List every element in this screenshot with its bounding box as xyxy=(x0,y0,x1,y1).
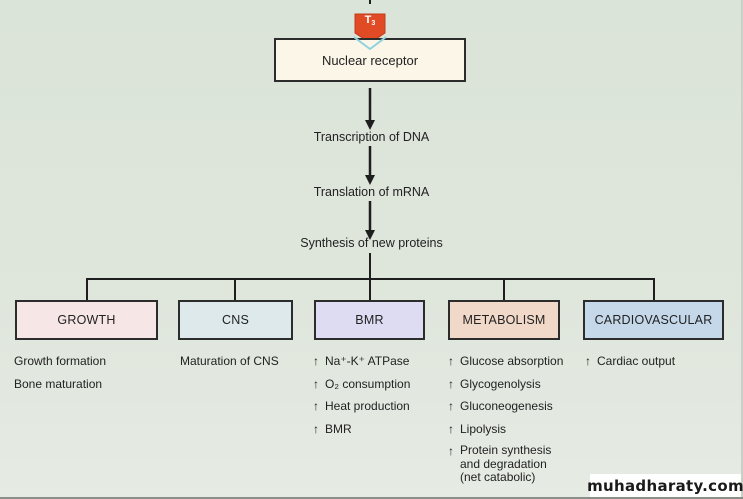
effect-item: ↑ Protein synthesis and degradation (net … xyxy=(448,440,573,485)
effect-text: Na⁺-K⁺ ATPase xyxy=(325,354,410,368)
box-metabolism-label: METABOLISM xyxy=(462,313,546,327)
effect-item: ↑ O₂ consumption xyxy=(313,373,410,396)
box-growth: GROWTH xyxy=(15,300,158,340)
effect-item: ↑ Cardiac output xyxy=(585,350,675,373)
effect-item: Maturation of CNS xyxy=(180,350,279,373)
nuclear-receptor-box: Nuclear receptor xyxy=(274,38,466,82)
box-bmr: BMR xyxy=(314,300,425,340)
box-cns: CNS xyxy=(178,300,293,340)
receptor-binding-notch xyxy=(354,36,386,51)
growth-effects-list: Growth formation Bone maturation xyxy=(14,350,106,395)
metabolism-effects-list: ↑ Glucose absorption ↑ Glycogenolysis ↑ Glu… xyxy=(448,350,573,485)
up-arrow-icon: ↑ xyxy=(448,354,454,368)
box-bmr-label: BMR xyxy=(355,313,384,327)
up-arrow-icon: ↑ xyxy=(313,376,319,391)
up-arrow-icon: ↑ xyxy=(448,376,454,391)
effect-item: ↑ Glycogenolysis xyxy=(448,373,573,396)
watermark-text: muhadharaty.com xyxy=(587,476,743,495)
effect-text: Protein synthesis and degradation (net c… xyxy=(460,443,552,484)
effect-text: Heat production xyxy=(325,399,410,413)
effect-text: Glycogenolysis xyxy=(460,376,541,391)
cns-effects-list: Maturation of CNS xyxy=(180,350,279,373)
step-translation: Translation of mRNA xyxy=(313,185,430,199)
box-metabolism: METABOLISM xyxy=(448,300,560,340)
up-arrow-icon: ↑ xyxy=(448,399,454,413)
box-cns-label: CNS xyxy=(222,313,249,327)
up-arrow-icon: ↑ xyxy=(313,421,319,436)
nuclear-receptor-label: Nuclear receptor xyxy=(321,52,419,68)
watermark: muhadharaty.com xyxy=(587,474,743,497)
effect-text: BMR xyxy=(325,421,352,436)
step-protein-synthesis: Synthesis of new proteins xyxy=(300,236,443,250)
effect-text: Lipolysis xyxy=(460,421,507,436)
effect-item: Growth formation xyxy=(14,350,106,373)
effect-text: Growth formation xyxy=(14,354,107,368)
up-arrow-icon: ↑ xyxy=(585,354,591,368)
up-arrow-icon: ↑ xyxy=(313,354,319,368)
box-cardiovascular-label: CARDIOVASCULAR xyxy=(594,313,713,327)
box-cardiovascular: CARDIOVASCULAR xyxy=(583,300,724,340)
box-growth-label: GROWTH xyxy=(57,313,116,327)
effect-text: Gluconeogenesis xyxy=(460,399,553,413)
step-transcription: Transcription of DNA xyxy=(313,130,430,144)
effect-item: Bone maturation xyxy=(14,373,106,396)
effect-item: ↑ Glucose absorption xyxy=(448,350,573,373)
frame-right-edge xyxy=(741,0,743,499)
effect-text: Maturation of CNS xyxy=(180,354,279,368)
up-arrow-icon: ↑ xyxy=(448,421,454,436)
effect-item: ↑ Gluconeogenesis xyxy=(448,395,573,418)
frame-bottom-edge xyxy=(0,497,743,499)
cardiovascular-effects-list: ↑ Cardiac output xyxy=(585,350,675,373)
up-arrow-icon: ↑ xyxy=(313,399,319,413)
effect-item: ↑ Heat production xyxy=(313,395,410,418)
up-arrow-icon: ↑ xyxy=(448,444,454,458)
effect-text: Bone maturation xyxy=(14,376,103,391)
effect-item: ↑ BMR xyxy=(313,418,410,441)
effect-item: ↑ Na⁺-K⁺ ATPase xyxy=(313,350,410,373)
effect-text: O₂ consumption xyxy=(325,376,411,391)
effect-text: Cardiac output xyxy=(597,354,676,368)
bmr-effects-list: ↑ Na⁺-K⁺ ATPase ↑ O₂ consumption ↑ Heat pro… xyxy=(313,350,410,440)
effect-text: Glucose absorption xyxy=(460,354,564,368)
t3-label: T3 xyxy=(364,14,376,27)
effect-item: ↑ Lipolysis xyxy=(448,418,573,441)
